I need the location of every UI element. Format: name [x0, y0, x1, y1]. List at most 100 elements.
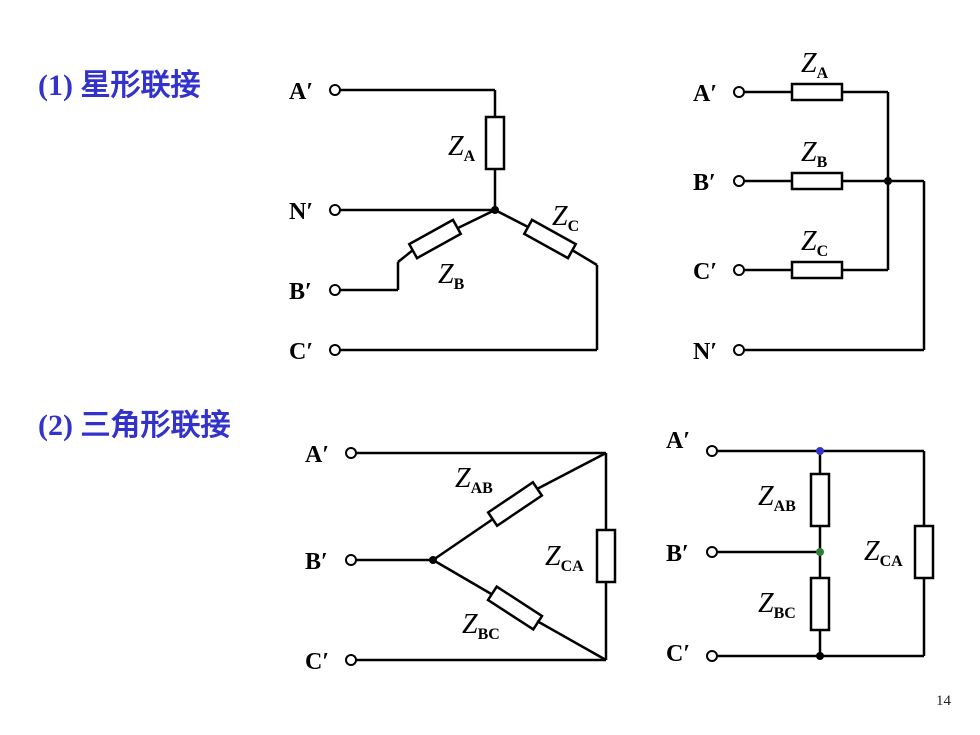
z-symbol: Z [438, 259, 454, 290]
delta-diagram-1: A′ B′ C′ ZAB ZCA ZBC [305, 442, 617, 675]
resistor-zab [486, 480, 544, 528]
terminal-circle [706, 650, 718, 662]
terminal-label-a: A′ [693, 81, 717, 107]
heading-2-text: 三角形联接 [80, 408, 231, 443]
node-c [816, 652, 824, 660]
z-symbol: Z [801, 137, 817, 168]
wire [571, 248, 598, 267]
terminal-circle [733, 264, 745, 276]
label-zb: ZB [438, 259, 465, 293]
wire [536, 619, 607, 662]
z-subscript: B [817, 154, 828, 171]
wire [397, 249, 414, 263]
page-number: 14 [936, 693, 951, 709]
label-za: ZA [801, 48, 829, 82]
z-symbol: Z [758, 588, 774, 619]
resistor-zab [809, 472, 831, 528]
z-symbol: Z [455, 463, 471, 494]
terminal-circle [733, 86, 745, 98]
z-subscript: BC [478, 626, 500, 643]
heading-1-text: 星形联接 [80, 68, 201, 103]
z-symbol: Z [758, 481, 774, 512]
heading-star-connection: (1) 星形联接 [38, 60, 200, 104]
star-diagram-2: A′ B′ C′ N′ ZA ZB ZC [693, 48, 926, 365]
terminal-circle [345, 447, 357, 459]
z-subscript: C [817, 243, 829, 260]
z-symbol: Z [448, 131, 464, 162]
wire [432, 517, 494, 562]
z-symbol: Z [545, 541, 561, 572]
label-zbc: ZBC [462, 609, 500, 643]
z-symbol: Z [462, 609, 478, 640]
resistor-zbc [809, 576, 831, 632]
resistor-body [486, 480, 544, 528]
delta-diagram-2: A′ B′ C′ ZAB ZBC ZCA [666, 428, 935, 667]
z-subscript: C [568, 218, 580, 235]
terminal-circle [329, 84, 341, 96]
z-subscript: BC [774, 605, 796, 622]
resistor-body [486, 584, 544, 632]
wire [494, 208, 531, 230]
resistor-za [790, 82, 844, 102]
z-subscript: A [464, 148, 476, 165]
resistor-za [484, 115, 506, 171]
resistor-zca [913, 524, 935, 580]
node-a [816, 447, 824, 455]
terminal-circle [706, 546, 718, 558]
node-b [816, 548, 824, 556]
resistor-zb [790, 171, 844, 191]
terminal-label-n: N′ [289, 199, 313, 225]
heading-1-number: (1) [38, 69, 73, 102]
resistor-zca [595, 528, 617, 584]
z-symbol: Z [552, 201, 568, 232]
resistor-zbc [486, 584, 544, 632]
terminal-label-a: A′ [305, 442, 329, 468]
resistor-zb [407, 218, 463, 260]
label-zbc: ZBC [758, 588, 796, 622]
resistor-zc [790, 260, 844, 280]
z-subscript: CA [880, 553, 904, 570]
label-za: ZA [448, 131, 476, 165]
terminal-label-a: A′ [666, 428, 690, 454]
wire [457, 208, 496, 230]
terminal-circle [329, 284, 341, 296]
z-symbol: Z [801, 48, 817, 79]
z-subscript: A [817, 65, 829, 82]
terminal-circle [733, 175, 745, 187]
terminal-circle [329, 204, 341, 216]
wire [536, 451, 607, 491]
label-zab: ZAB [758, 481, 796, 515]
terminal-label-n: N′ [693, 339, 717, 365]
z-subscript: CA [561, 558, 585, 575]
heading-2-number: (2) [38, 409, 73, 442]
z-subscript: AB [774, 498, 797, 515]
star-diagram-1: A′ N′ B′ C′ ZA ZC ZB [289, 79, 599, 365]
terminal-label-b: B′ [666, 541, 689, 567]
terminal-circle [345, 554, 357, 566]
label-zc: ZC [552, 201, 579, 235]
resistor-body [407, 218, 463, 260]
terminal-circle [706, 445, 718, 457]
label-zab: ZAB [455, 463, 493, 497]
terminal-circle [733, 344, 745, 356]
heading-delta-connection: (2) 三角形联接 [38, 400, 230, 444]
z-symbol: Z [864, 536, 880, 567]
z-symbol: Z [801, 226, 817, 257]
label-zca: ZCA [864, 536, 903, 570]
terminal-label-c: C′ [289, 339, 313, 365]
terminal-label-a: A′ [289, 79, 313, 105]
terminal-circle [345, 654, 357, 666]
label-zb: ZB [801, 137, 828, 171]
terminal-label-c: C′ [693, 259, 717, 285]
terminal-circle [329, 344, 341, 356]
terminal-label-c: C′ [666, 641, 690, 667]
z-subscript: AB [471, 480, 494, 497]
terminal-label-b: B′ [693, 170, 716, 196]
z-subscript: B [454, 276, 465, 293]
terminal-label-c: C′ [305, 649, 329, 675]
star-node [884, 177, 892, 185]
label-zc: ZC [801, 226, 828, 260]
wire [432, 558, 494, 597]
terminal-label-b: B′ [289, 279, 312, 305]
